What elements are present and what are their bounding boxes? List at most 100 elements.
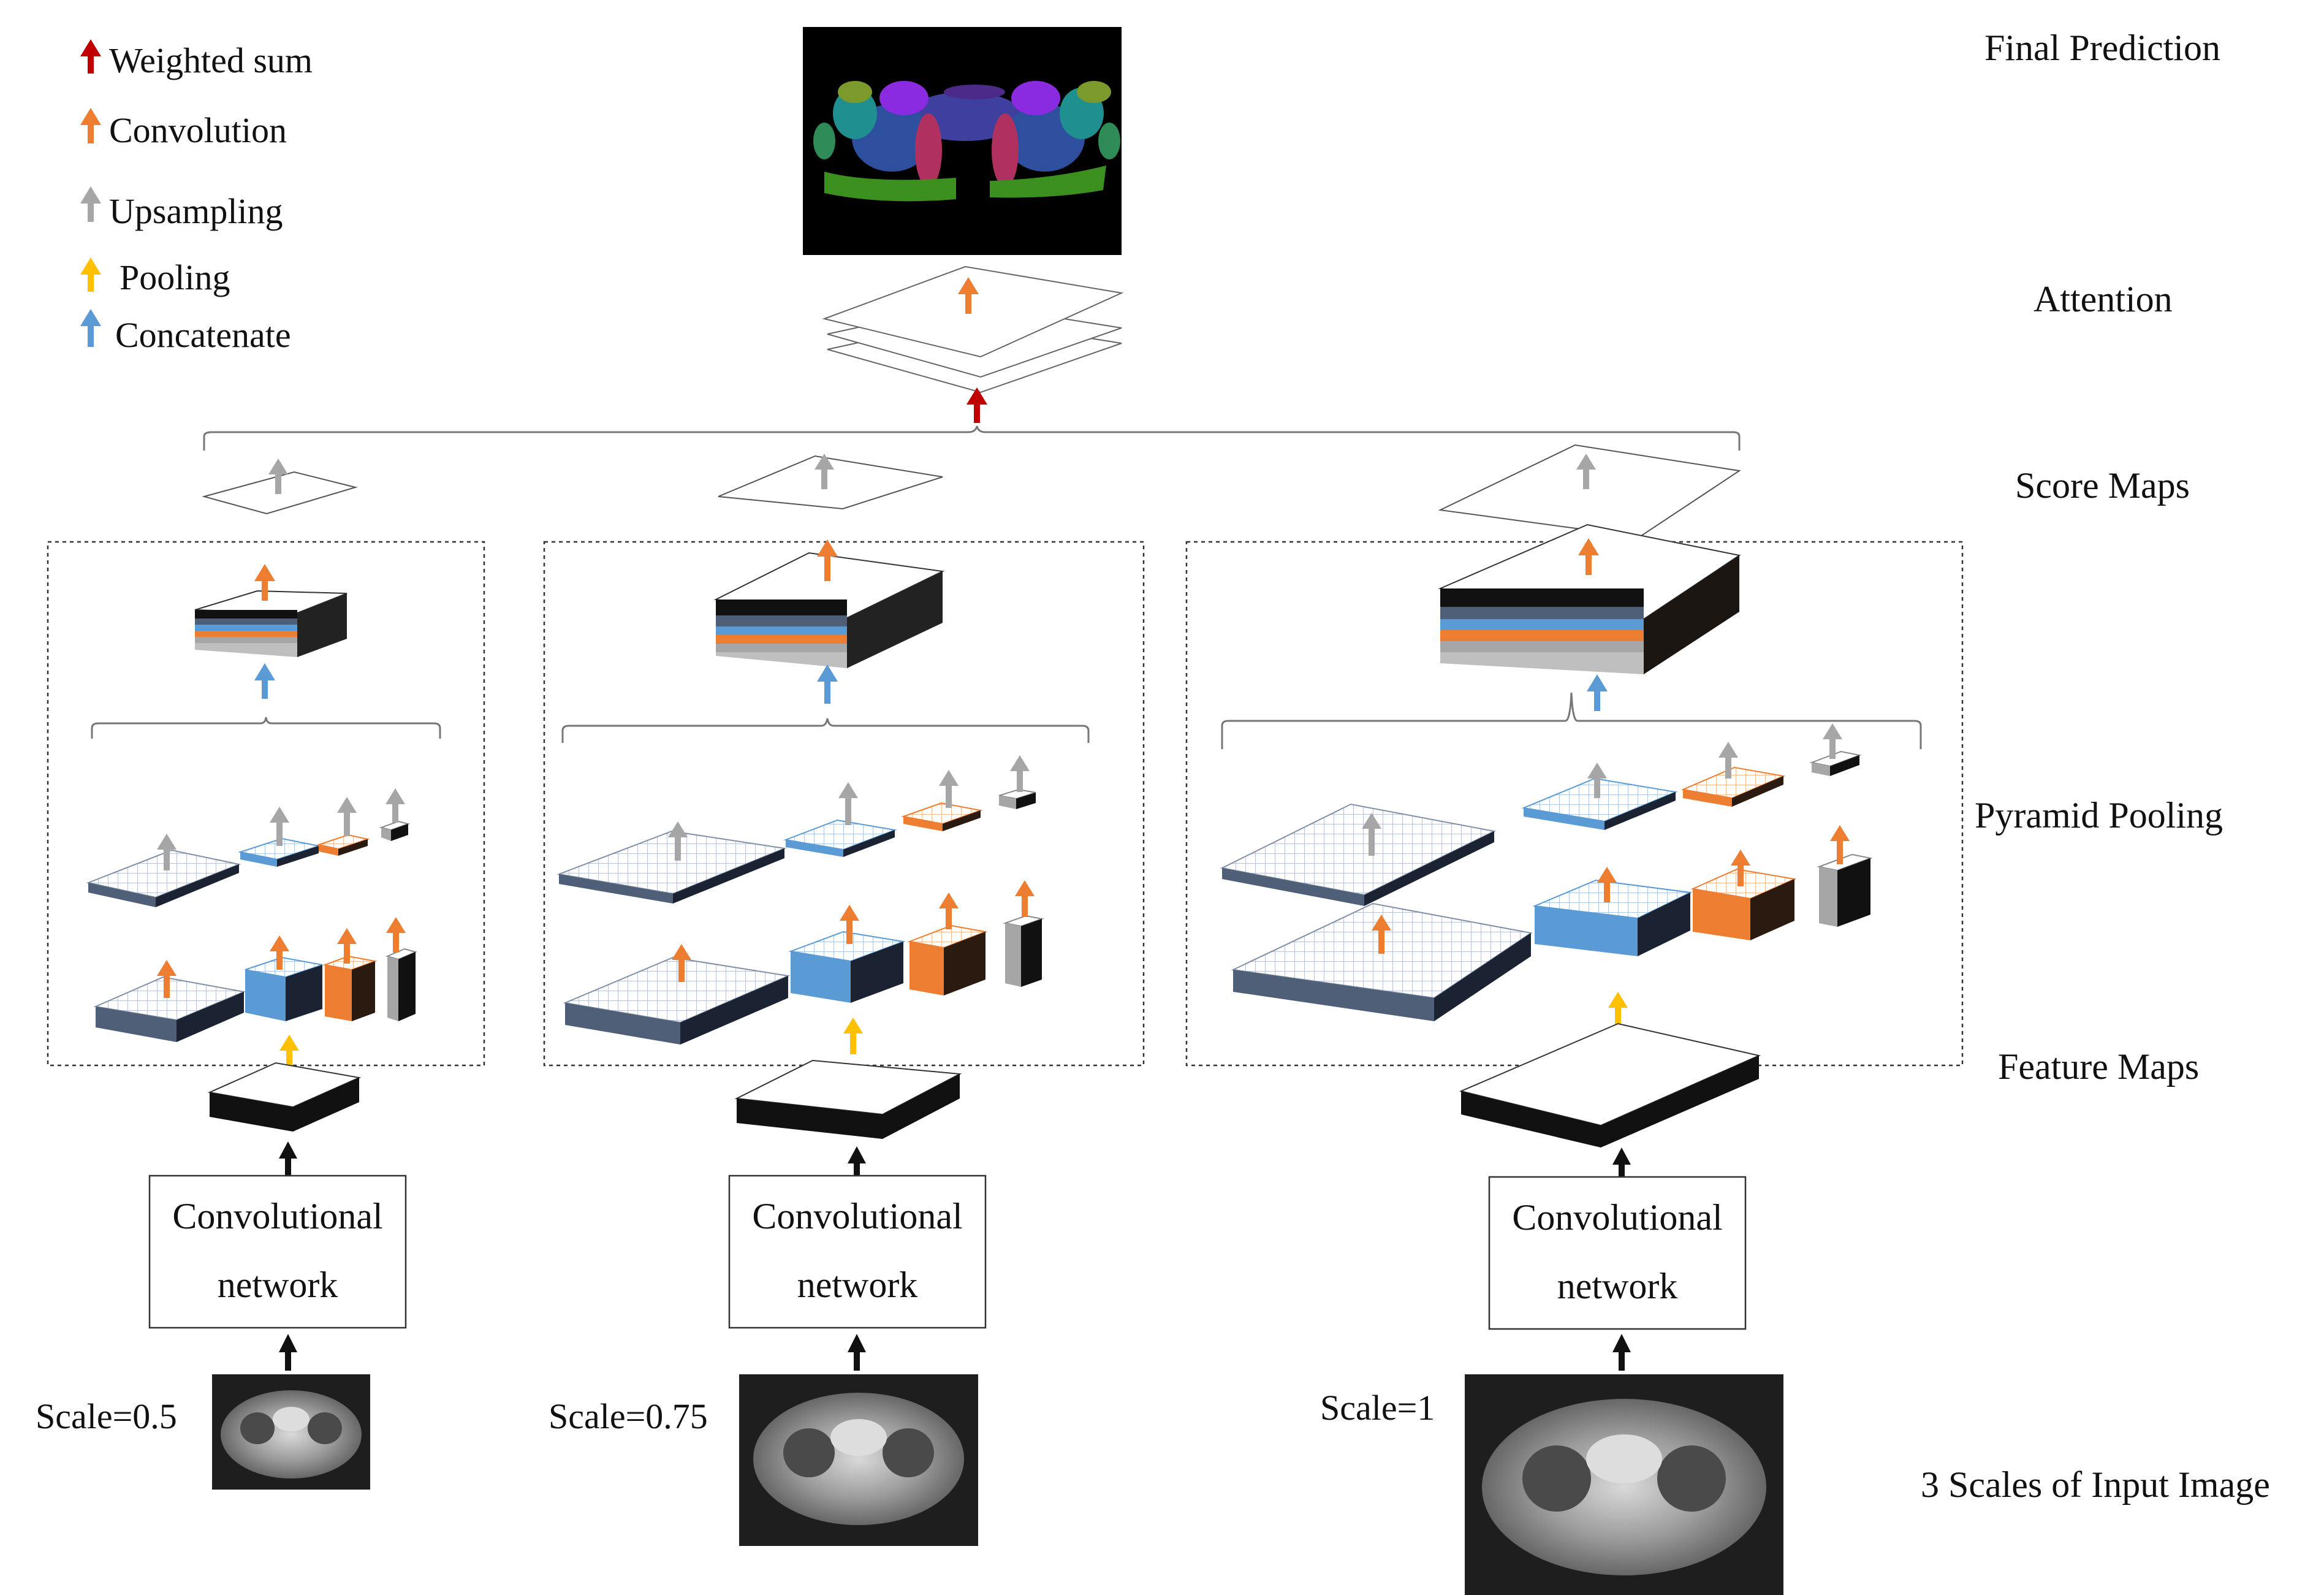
pooled-block-orange	[907, 924, 988, 995]
upsample-arrow-icon	[385, 788, 405, 823]
network-label-line2: network	[218, 1265, 338, 1305]
blue-arrow-icon	[80, 309, 101, 347]
final-prediction-label: Final Prediction	[1984, 28, 2220, 68]
attention-label: Attention	[2034, 279, 2173, 319]
pooling-arrow-icon	[279, 1035, 299, 1072]
network-label-line1: Convolutional	[752, 1196, 962, 1236]
feature-map	[734, 1059, 962, 1139]
legend-label: Weighted sum	[109, 40, 313, 80]
upsample-arrow-icon	[668, 821, 688, 861]
upsampled-block-orange	[316, 834, 370, 856]
input-image-medium	[739, 1374, 978, 1546]
pooled-grid-1	[93, 976, 246, 1042]
upsample-arrow-icon	[1823, 723, 1842, 759]
orange-arrow-icon	[80, 108, 101, 143]
conv-arrow-icon	[939, 893, 959, 929]
conv-arrow-icon	[1597, 867, 1617, 902]
upsampled-block-blue	[1521, 777, 1678, 830]
pooled-block-gray	[1817, 853, 1873, 927]
conv-arrow-icon	[157, 960, 177, 998]
upsample-arrow-icon	[838, 782, 858, 825]
pyramid-pooling-label: Pyramid Pooling	[1975, 795, 2223, 836]
upsampled-grid-1	[1220, 803, 1497, 906]
pooling-brace	[1221, 692, 1922, 749]
upsample-arrow-icon	[337, 797, 357, 836]
black-arrow-icon	[848, 1334, 866, 1352]
scale-label: Scale=0.75	[549, 1396, 708, 1436]
panel-scale-0-5	[47, 541, 485, 1067]
conv-arrow-icon	[672, 944, 691, 982]
scale-label: Scale=0.5	[36, 1396, 177, 1436]
network-arrow-shaft	[285, 1157, 291, 1177]
upsampled-grid-1	[86, 849, 241, 907]
input-arrow-shaft	[854, 1351, 860, 1371]
conv-network-box: Convolutional network	[148, 1174, 407, 1329]
column-scale-1: Convolutional network Scale=1	[1220, 523, 1922, 1595]
conv-arrow-icon	[386, 917, 406, 953]
input-arrow-shaft	[1619, 1351, 1625, 1371]
network-label-line1: Convolutional	[172, 1196, 382, 1236]
input-image-large	[1465, 1374, 1783, 1595]
legend-label: Concatenate	[115, 315, 291, 355]
upsampled-block-gray	[998, 788, 1036, 809]
pooled-grid-1	[563, 956, 791, 1045]
legend-convolution: Convolution	[80, 108, 287, 150]
pooled-block-orange	[322, 955, 378, 1021]
upsample-arrow-icon	[270, 807, 289, 846]
feature-map	[1459, 1022, 1761, 1148]
legend-concatenate: Concatenate	[80, 309, 291, 355]
final-prediction-image	[803, 27, 1122, 255]
pooling-arrow-icon	[1608, 992, 1628, 1030]
legend: Weighted sum Convolution Upsampling Pool…	[80, 39, 313, 355]
upsample-arrow-icon	[157, 834, 177, 870]
red-arrow-icon	[80, 39, 101, 74]
conv-arrow-icon	[1578, 538, 1599, 575]
conv-network-box: Convolutional network	[728, 1174, 987, 1329]
conv-arrow-icon	[254, 564, 275, 601]
attention-maps	[822, 265, 1124, 394]
score-upsample-arrow-icon	[268, 459, 288, 494]
input-scales-label: 3 Scales of Input Image	[1921, 1464, 2270, 1505]
score-maps-label: Score Maps	[2015, 465, 2190, 506]
black-arrow-icon	[1612, 1148, 1631, 1165]
column-scale-0-5: Convolutional network Scale=0.5	[36, 564, 441, 1490]
score-upsample-arrow-icon	[1576, 454, 1596, 489]
upsampled-grid-1	[556, 830, 787, 904]
upsample-arrow-icon	[1587, 763, 1607, 798]
pooling-brace	[91, 717, 441, 739]
upsampled-block-orange	[1680, 766, 1786, 807]
pooled-block-gray	[385, 948, 418, 1021]
network-arrow-shaft	[1619, 1163, 1625, 1179]
attention-conv-arrow-icon	[958, 277, 979, 314]
legend-label: Pooling	[120, 257, 230, 297]
input-image-small	[212, 1374, 370, 1490]
concat-arrow-icon	[817, 664, 838, 704]
conv-arrow-icon	[817, 539, 838, 581]
black-arrow-icon	[279, 1334, 297, 1352]
legend-pooling: Pooling	[80, 257, 230, 297]
black-arrow-icon	[848, 1146, 866, 1163]
upsample-arrow-icon	[939, 770, 959, 808]
legend-weighted-sum: Weighted sum	[80, 39, 313, 80]
gray-arrow-icon	[80, 186, 101, 222]
conv-arrow-icon	[1015, 880, 1035, 917]
network-label-line2: network	[797, 1265, 918, 1305]
pooling-brace	[561, 718, 1090, 743]
score-upsample-arrow-icon	[815, 454, 834, 489]
conv-arrow-icon	[1372, 915, 1391, 954]
upsampled-block-gray	[379, 820, 411, 841]
upsampled-block-blue	[783, 819, 897, 857]
conv-arrow-icon	[1731, 850, 1750, 886]
score-map-large	[1438, 444, 1741, 538]
conv-network-box: Convolutional network	[1488, 1176, 1747, 1330]
black-arrow-icon	[1612, 1334, 1631, 1352]
pooled-block-gray	[1003, 915, 1044, 987]
conv-arrow-icon	[337, 928, 357, 964]
feature-maps-label: Feature Maps	[1998, 1046, 2199, 1087]
legend-label: Upsampling	[109, 191, 283, 231]
concat-block	[194, 590, 347, 657]
pooled-block-blue	[1532, 879, 1693, 956]
legend-label: Convolution	[109, 110, 287, 150]
column-scale-0-75: Convolutional network Scale=0.75	[549, 539, 1090, 1546]
pooled-block-blue	[245, 956, 323, 1021]
